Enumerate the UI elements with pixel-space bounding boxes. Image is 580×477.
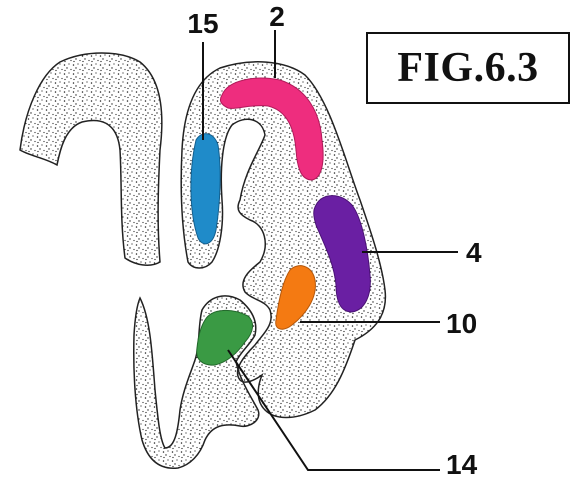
label-15: 15 bbox=[187, 8, 218, 39]
label-2: 2 bbox=[269, 1, 285, 32]
left-arch-tissue bbox=[20, 53, 162, 265]
label-10: 10 bbox=[446, 308, 477, 339]
label-14: 14 bbox=[446, 449, 478, 477]
label-4: 4 bbox=[466, 237, 482, 268]
figure-title: FIG.6.3 bbox=[397, 44, 538, 92]
structure-15-blue bbox=[191, 134, 220, 244]
figure-title-box: FIG.6.3 bbox=[366, 32, 570, 104]
